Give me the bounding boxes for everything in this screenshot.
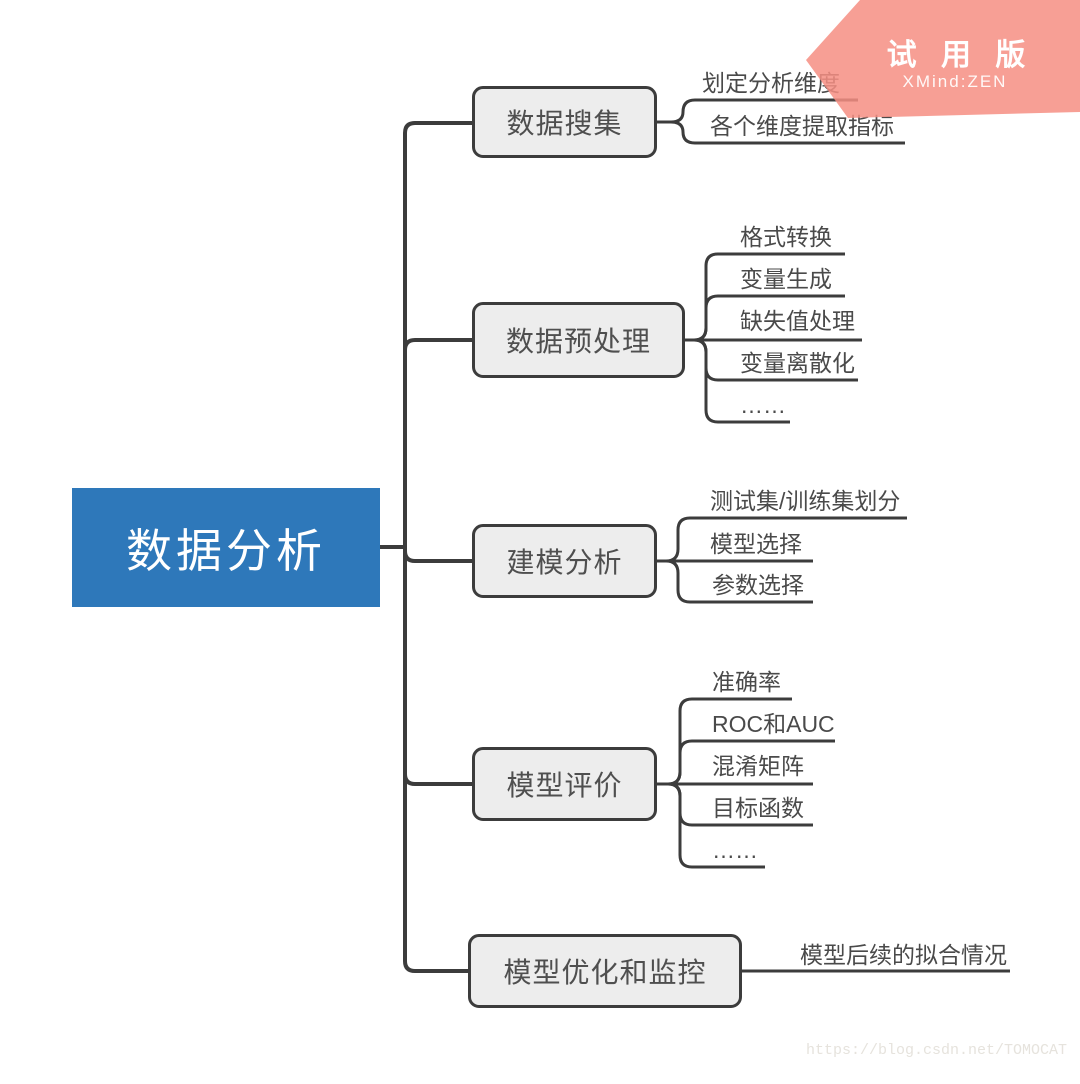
subtopic-label[interactable]: 缺失值处理: [740, 308, 855, 334]
subtopic-label[interactable]: 模型选择: [710, 531, 802, 557]
branch-topic-optimization[interactable]: 模型优化和监控: [468, 934, 742, 1008]
root-topic[interactable]: 数据分析: [72, 488, 380, 607]
subtopic-label[interactable]: 混淆矩阵: [712, 753, 804, 779]
subtopic-label[interactable]: 参数选择: [712, 572, 804, 598]
subtopic-label[interactable]: ……: [740, 392, 786, 418]
subtopic-label[interactable]: 划定分析维度: [702, 70, 840, 96]
branch-topic-evaluation[interactable]: 模型评价: [472, 747, 657, 821]
trial-badge-subtitle: XMind:ZEN: [902, 72, 1008, 91]
subtopic-label[interactable]: 变量生成: [740, 266, 832, 292]
branch-topic-preprocessing[interactable]: 数据预处理: [472, 302, 685, 378]
subtopic-label[interactable]: 准确率: [712, 669, 781, 695]
watermark-url: https://blog.csdn.net/TOMOCAT: [806, 1042, 1068, 1059]
subtopic-label[interactable]: 模型后续的拟合情况: [800, 942, 1007, 968]
subtopic-label[interactable]: 测试集/训练集划分: [710, 488, 901, 514]
trial-badge-title: 试 用 版: [886, 39, 1034, 72]
subtopic-label[interactable]: 变量离散化: [740, 350, 855, 376]
branch-topic-modeling[interactable]: 建模分析: [472, 524, 657, 598]
subtopic-label[interactable]: ……: [712, 837, 758, 863]
subtopic-label[interactable]: 目标函数: [712, 795, 804, 821]
branch-topic-data-collection[interactable]: 数据搜集: [472, 86, 657, 158]
subtopic-label[interactable]: 格式转换: [740, 224, 832, 250]
subtopic-label[interactable]: 各个维度提取指标: [710, 113, 894, 139]
subtopic-label[interactable]: ROC和AUC: [712, 711, 835, 737]
